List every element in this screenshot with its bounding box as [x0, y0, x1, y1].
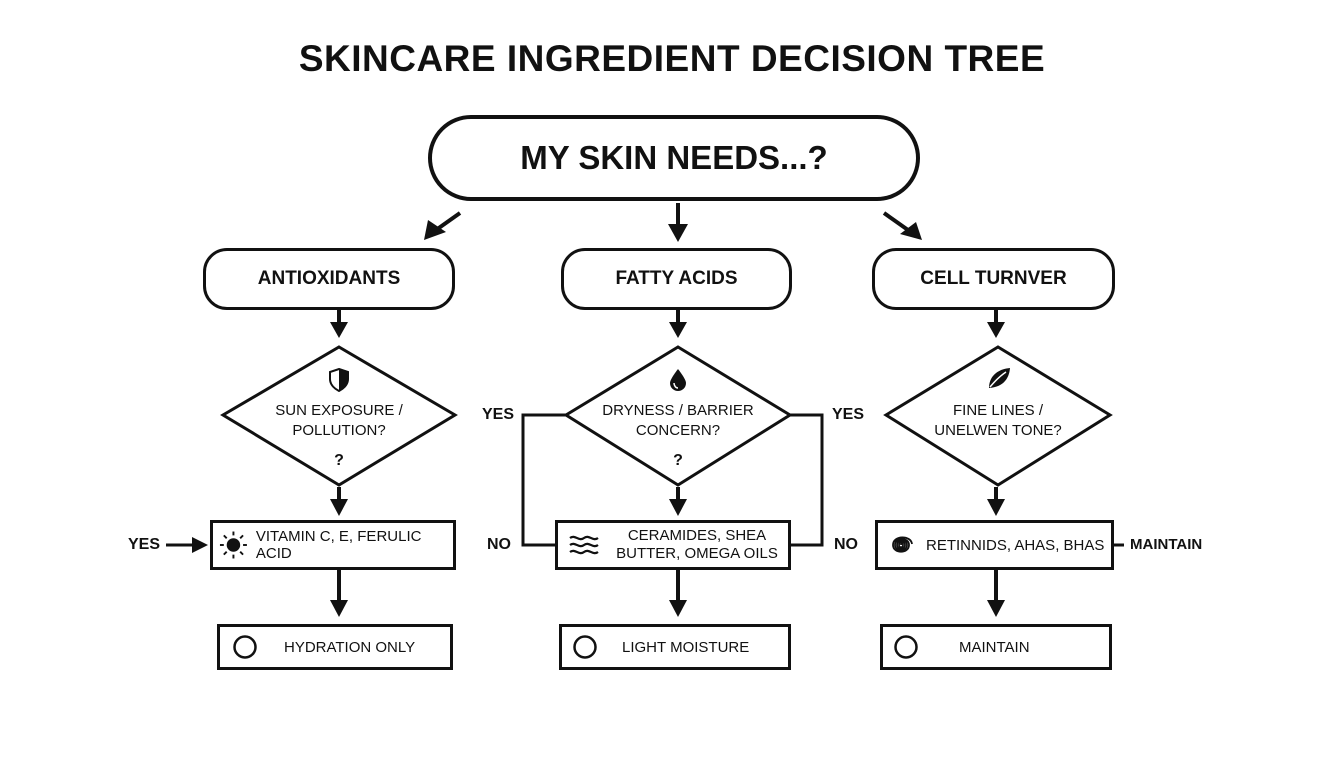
question-text-line1: SUN EXPOSURE /: [275, 402, 403, 419]
question-antioxidants: SUN EXPOSURE / POLLUTION?: [259, 401, 419, 441]
question-diamond-antioxidants: [220, 345, 458, 487]
waves-icon: [569, 535, 599, 555]
arrow-question-to-result-1: [330, 487, 348, 516]
result-text-line2: BUTTER, OMEGA OILS: [616, 545, 778, 562]
branch-antioxidants: ANTIOXIDANTS: [203, 248, 455, 310]
outcome-text: HYDRATION ONLY: [284, 638, 416, 656]
outcome-maintain: MAINTAIN: [880, 624, 1112, 670]
question-diamond-fatty: [563, 345, 793, 487]
label-yes-antioxidants: YES: [128, 536, 161, 553]
arrow-question-to-result-2: [669, 487, 687, 516]
outcome-text: MAINTAIN: [959, 638, 1030, 656]
root-arrow-left: [424, 211, 462, 240]
root-arrow-center: [668, 203, 688, 242]
arrow-cell-to-question: [987, 310, 1005, 338]
result-antioxidants: VITAMIN C, E, FERULIC ACID: [210, 520, 456, 570]
question-diamond-cell: [883, 345, 1113, 487]
spiral-icon: [892, 536, 913, 553]
leaf-icon: [989, 368, 1010, 388]
arrow-question-to-result-3: [987, 487, 1005, 516]
shield-icon: [329, 368, 349, 392]
branch-cell-turnover: CELL TURNVER: [872, 248, 1115, 310]
outcome-text: LIGHT MOISTURE: [622, 638, 750, 656]
question-text-line2: CONCERN?: [635, 422, 721, 439]
arrow-result-to-outcome-2: [669, 570, 687, 617]
diagram-title: SKINCARE INGREDIENT DECISION TREE: [298, 38, 1046, 79]
outcome-hydration-only: HYDRATION ONLY: [217, 624, 453, 670]
label-yes-left: YES: [482, 406, 515, 423]
label-no-left: NO: [487, 536, 511, 553]
question-fatty-acids: DRYNESS / BARRIER CONCERN?: [588, 401, 768, 441]
question-cell-turnover: FINE LINES / UNELWEN TONE?: [918, 401, 1078, 441]
arrow-result-to-outcome-1: [330, 570, 348, 617]
yes-arrow-left: [166, 537, 208, 553]
root-node: MY SKIN NEEDS...?: [428, 115, 920, 201]
fatty-right-loop: [790, 413, 824, 547]
circle-icon: [233, 635, 257, 659]
droplet-icon: [670, 369, 686, 391]
label-yes-right: YES: [832, 406, 865, 423]
sun-icon: [219, 531, 247, 559]
label-maintain-side: MAINTAIN: [1130, 536, 1203, 553]
arrow-fatty-to-question: [669, 310, 687, 338]
arrow-antioxidants-to-question: [330, 310, 348, 338]
question-text-line1: DRYNESS / BARRIER: [602, 402, 754, 419]
branch-fatty-acids: FATTY ACIDS: [561, 248, 792, 310]
root-arrow-right: [882, 211, 922, 240]
result-text-line1: CERAMIDES, SHEA: [627, 527, 767, 544]
result-text: RETINNIDS, AHAS, BHAS: [926, 536, 1105, 554]
circle-icon: [573, 635, 597, 659]
result-text: CERAMIDES, SHEA BUTTER, OMEGA OILS: [606, 527, 788, 563]
question-text-line2: POLLUTION?: [292, 422, 386, 439]
circle-icon: [894, 635, 918, 659]
question-mark-fatty-acids: ?: [673, 452, 683, 469]
question-mark-antioxidants: ?: [334, 452, 344, 469]
result-text: VITAMIN C, E, FERULIC ACID: [255, 528, 422, 562]
result-cell-turnover: RETINNIDS, AHAS, BHAS: [875, 520, 1114, 570]
fatty-left-loop: [521, 413, 566, 547]
label-no-right: NO: [834, 536, 858, 553]
outcome-light-moisture: LIGHT MOISTURE: [559, 624, 791, 670]
question-text-line2: UNELWEN TONE?: [934, 422, 1062, 439]
question-text-line1: FINE LINES /: [952, 402, 1044, 419]
result-fatty-acids: CERAMIDES, SHEA BUTTER, OMEGA OILS: [555, 520, 791, 570]
arrow-result-to-outcome-3: [987, 570, 1005, 617]
